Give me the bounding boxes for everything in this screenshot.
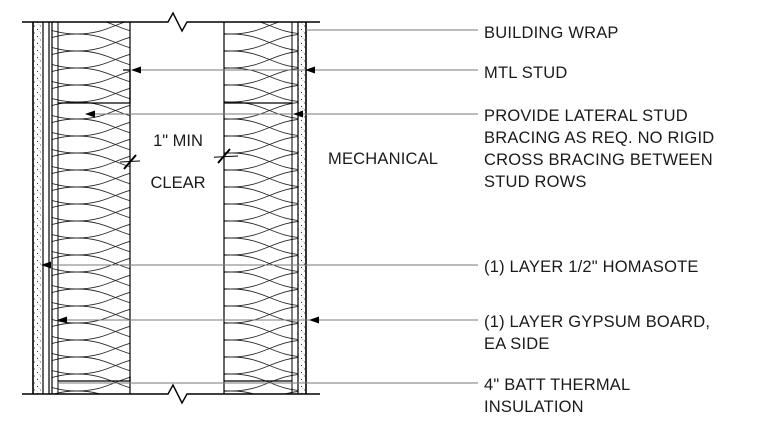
mtl-stud-left: [58, 69, 131, 104]
gypsum-board-left: [33, 22, 43, 394]
batt-insulation-left: [52, 22, 130, 394]
break-line-top: [22, 11, 320, 33]
callouts: BUILDING WRAP MTL STUD PROVIDE LATERAL S…: [484, 24, 714, 416]
callout-lateral-bracing-line4: STUD ROWS: [484, 173, 587, 191]
callout-gypsum-board-line2: EA SIDE: [484, 335, 550, 353]
callout-lateral-bracing-line2: BRACING AS REQ. NO RIGID: [484, 129, 714, 147]
callout-building-wrap: BUILDING WRAP: [484, 24, 619, 42]
wall-assembly: [22, 11, 320, 405]
break-line-bottom: [22, 383, 320, 405]
callout-lateral-bracing-line3: CROSS BRACING BETWEEN: [484, 151, 713, 169]
clearance-label-min: 1" MIN: [153, 132, 203, 150]
callout-gypsum-board-line1: (1) LAYER GYPSUM BOARD,: [484, 313, 710, 331]
leader-lines: [41, 29, 478, 384]
clearance-label-clear: CLEAR: [150, 174, 205, 192]
batt-insulation-right: [224, 22, 298, 394]
clearance-dimension: 1" MIN CLEAR: [119, 132, 239, 192]
gypsum-board-right: [298, 22, 306, 394]
callout-batt-insulation-line1: 4" BATT THERMAL: [484, 376, 630, 394]
callout-lateral-bracing-line1: PROVIDE LATERAL STUD: [484, 107, 688, 125]
callout-mtl-stud: MTL STUD: [484, 64, 568, 82]
callout-batt-insulation-line2: INSULATION: [484, 398, 584, 416]
callout-homasote: (1) LAYER 1/2" HOMASOTE: [484, 258, 699, 276]
mechanical-space-label: MECHANICAL: [328, 150, 438, 168]
